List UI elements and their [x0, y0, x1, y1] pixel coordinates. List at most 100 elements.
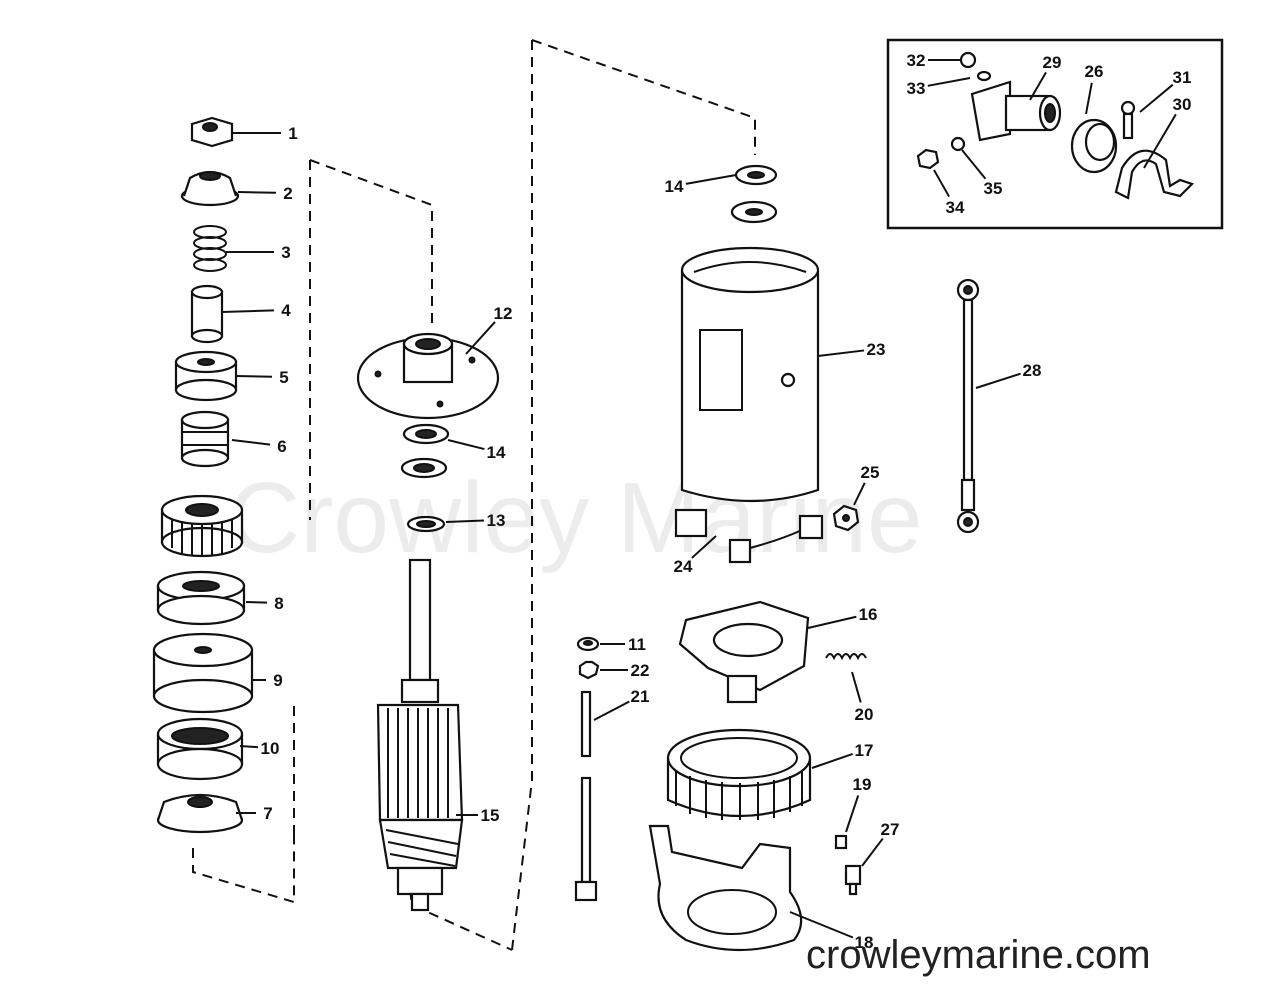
leader-line	[221, 309, 275, 313]
callout-15: 15	[456, 806, 499, 825]
leader-line	[447, 439, 485, 451]
callout-1: 1	[232, 124, 298, 143]
callout-number: 29	[1043, 53, 1062, 72]
callout-29: 29	[1029, 53, 1062, 101]
leader-line	[933, 169, 950, 198]
callout-5: 5	[235, 368, 289, 387]
callout-20: 20	[851, 671, 874, 724]
part-20-springs	[825, 653, 867, 661]
leader-line	[691, 535, 717, 559]
part-5-collar	[174, 350, 238, 402]
leader-line	[961, 149, 987, 180]
part-12-end-plate	[356, 332, 500, 420]
callout-number: 4	[281, 301, 291, 320]
part-17-commutator-end-cap	[666, 728, 812, 820]
part-4-sleeve	[190, 284, 224, 344]
callout-19: 19	[845, 775, 872, 833]
leader-line	[789, 911, 854, 939]
callout-number: 20	[855, 705, 874, 724]
callout-24: 24	[674, 535, 717, 576]
callout-number: 19	[853, 775, 872, 794]
leader-line	[845, 795, 860, 833]
callout-number: 35	[984, 179, 1003, 198]
leader-line	[237, 191, 277, 194]
callout-number: 6	[277, 437, 286, 456]
callout-2: 2	[237, 184, 293, 203]
part-19-screw	[834, 834, 848, 850]
part-6-spring-assembly	[180, 410, 230, 468]
callout-14: 14	[665, 174, 737, 196]
callout-number: 33	[907, 79, 926, 98]
part-34-nut	[916, 148, 940, 170]
callout-number: 3	[281, 243, 290, 262]
part-10-ring	[156, 717, 244, 781]
callout-number: 2	[283, 184, 292, 203]
part-29-solenoid	[970, 80, 1062, 142]
part-11-washer	[576, 636, 600, 652]
part-3-spring	[193, 225, 227, 272]
callout-number: 17	[855, 741, 874, 760]
solenoid-inset-panel	[886, 38, 1224, 230]
part-25-nut	[832, 504, 860, 532]
part-13-ring	[406, 515, 446, 533]
part-14-washers-top	[730, 164, 778, 224]
callout-3: 3	[226, 243, 291, 262]
part-26-ring	[1070, 118, 1118, 174]
part-23-frame-housing	[680, 246, 820, 503]
leader-line	[1085, 82, 1093, 115]
callout-number: 26	[1085, 62, 1104, 81]
callout-number: 7	[263, 804, 272, 823]
callout-number: 11	[628, 635, 646, 654]
callout-11: 11	[600, 635, 646, 654]
callout-number: 30	[1173, 95, 1192, 114]
part-30-clamp	[1114, 149, 1195, 200]
part-callouts: 1234568910712141315142325242816201122211…	[221, 51, 1192, 952]
part-9-spacer	[152, 632, 254, 714]
callout-16: 16	[807, 605, 878, 629]
part-32-nut	[959, 51, 977, 69]
callout-number: 9	[273, 671, 282, 690]
callout-14: 14	[447, 439, 506, 462]
part-6-pinion-gear	[160, 494, 244, 558]
leader-line	[975, 372, 1021, 389]
callout-30: 30	[1143, 95, 1192, 169]
callout-6: 6	[231, 437, 287, 456]
callout-number: 14	[665, 177, 684, 196]
part-14-washers-center	[400, 423, 450, 479]
part-35-washer	[950, 136, 966, 152]
callout-26: 26	[1085, 62, 1104, 115]
callout-22: 22	[600, 661, 649, 680]
part-8-washer	[156, 570, 246, 626]
callout-13: 13	[445, 511, 505, 530]
callout-number: 24	[674, 557, 693, 576]
leader-line	[817, 349, 865, 357]
leader-line	[465, 321, 496, 355]
part-1-nut	[190, 116, 234, 148]
callout-18: 18	[789, 911, 874, 952]
callout-10: 10	[239, 739, 279, 758]
part-33-washer	[976, 70, 992, 82]
part-7-cup	[156, 793, 244, 834]
callout-number: 12	[494, 304, 513, 323]
callout-34: 34	[933, 169, 965, 217]
callout-17: 17	[811, 741, 874, 769]
leader-line	[1029, 71, 1047, 101]
callout-number: 28	[1023, 361, 1042, 380]
leader-line	[1143, 113, 1177, 169]
callout-number: 22	[631, 661, 650, 680]
part-28-cable	[956, 278, 980, 534]
callout-number: 18	[855, 933, 874, 952]
callout-8: 8	[245, 594, 284, 613]
callout-number: 23	[867, 340, 886, 359]
part-16-brush-plate	[678, 600, 810, 704]
callout-number: 15	[481, 806, 500, 825]
callout-number: 16	[859, 605, 878, 624]
website-url: crowleymarine.com	[806, 933, 1151, 977]
part-31-screw	[1120, 100, 1136, 140]
callout-number: 31	[1173, 68, 1192, 87]
leader-line	[861, 837, 884, 867]
leader-line	[445, 519, 485, 523]
leader-line	[593, 700, 630, 721]
callout-35: 35	[961, 149, 1003, 198]
leader-line	[1139, 83, 1174, 113]
